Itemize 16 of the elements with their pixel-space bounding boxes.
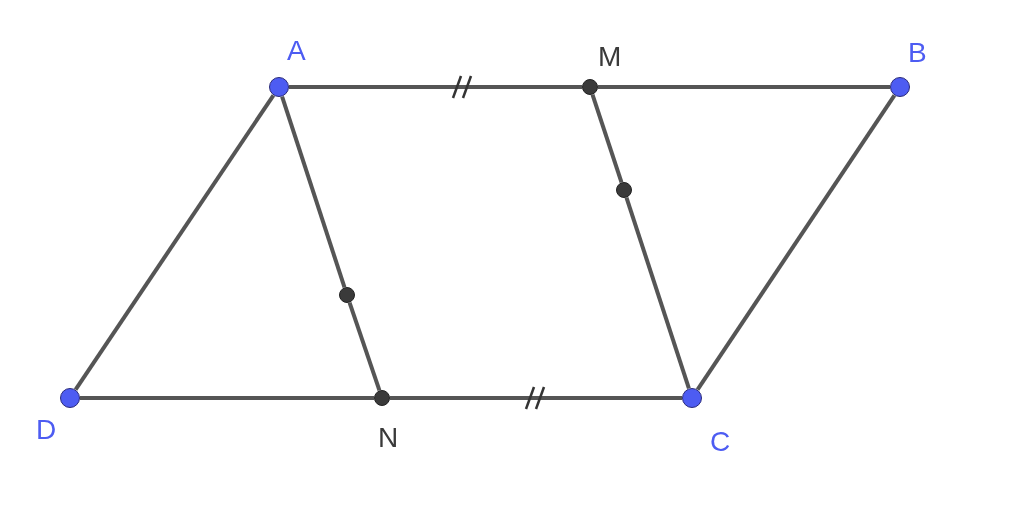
line-segment — [289, 85, 582, 89]
line-segment — [280, 95, 347, 289]
line-segment — [80, 396, 374, 400]
line-segment — [347, 301, 382, 392]
point-label: A — [287, 35, 306, 67]
point-label: C — [710, 426, 731, 458]
line-segment — [695, 94, 897, 391]
point-label: D — [36, 414, 57, 446]
point-label: M — [598, 41, 622, 73]
line-segment — [73, 94, 276, 391]
line-segment — [590, 93, 624, 184]
line-segment — [598, 85, 890, 89]
line-segment — [624, 196, 691, 390]
point-label: N — [378, 422, 399, 454]
line-segment — [390, 396, 682, 400]
point-label: B — [908, 37, 927, 69]
